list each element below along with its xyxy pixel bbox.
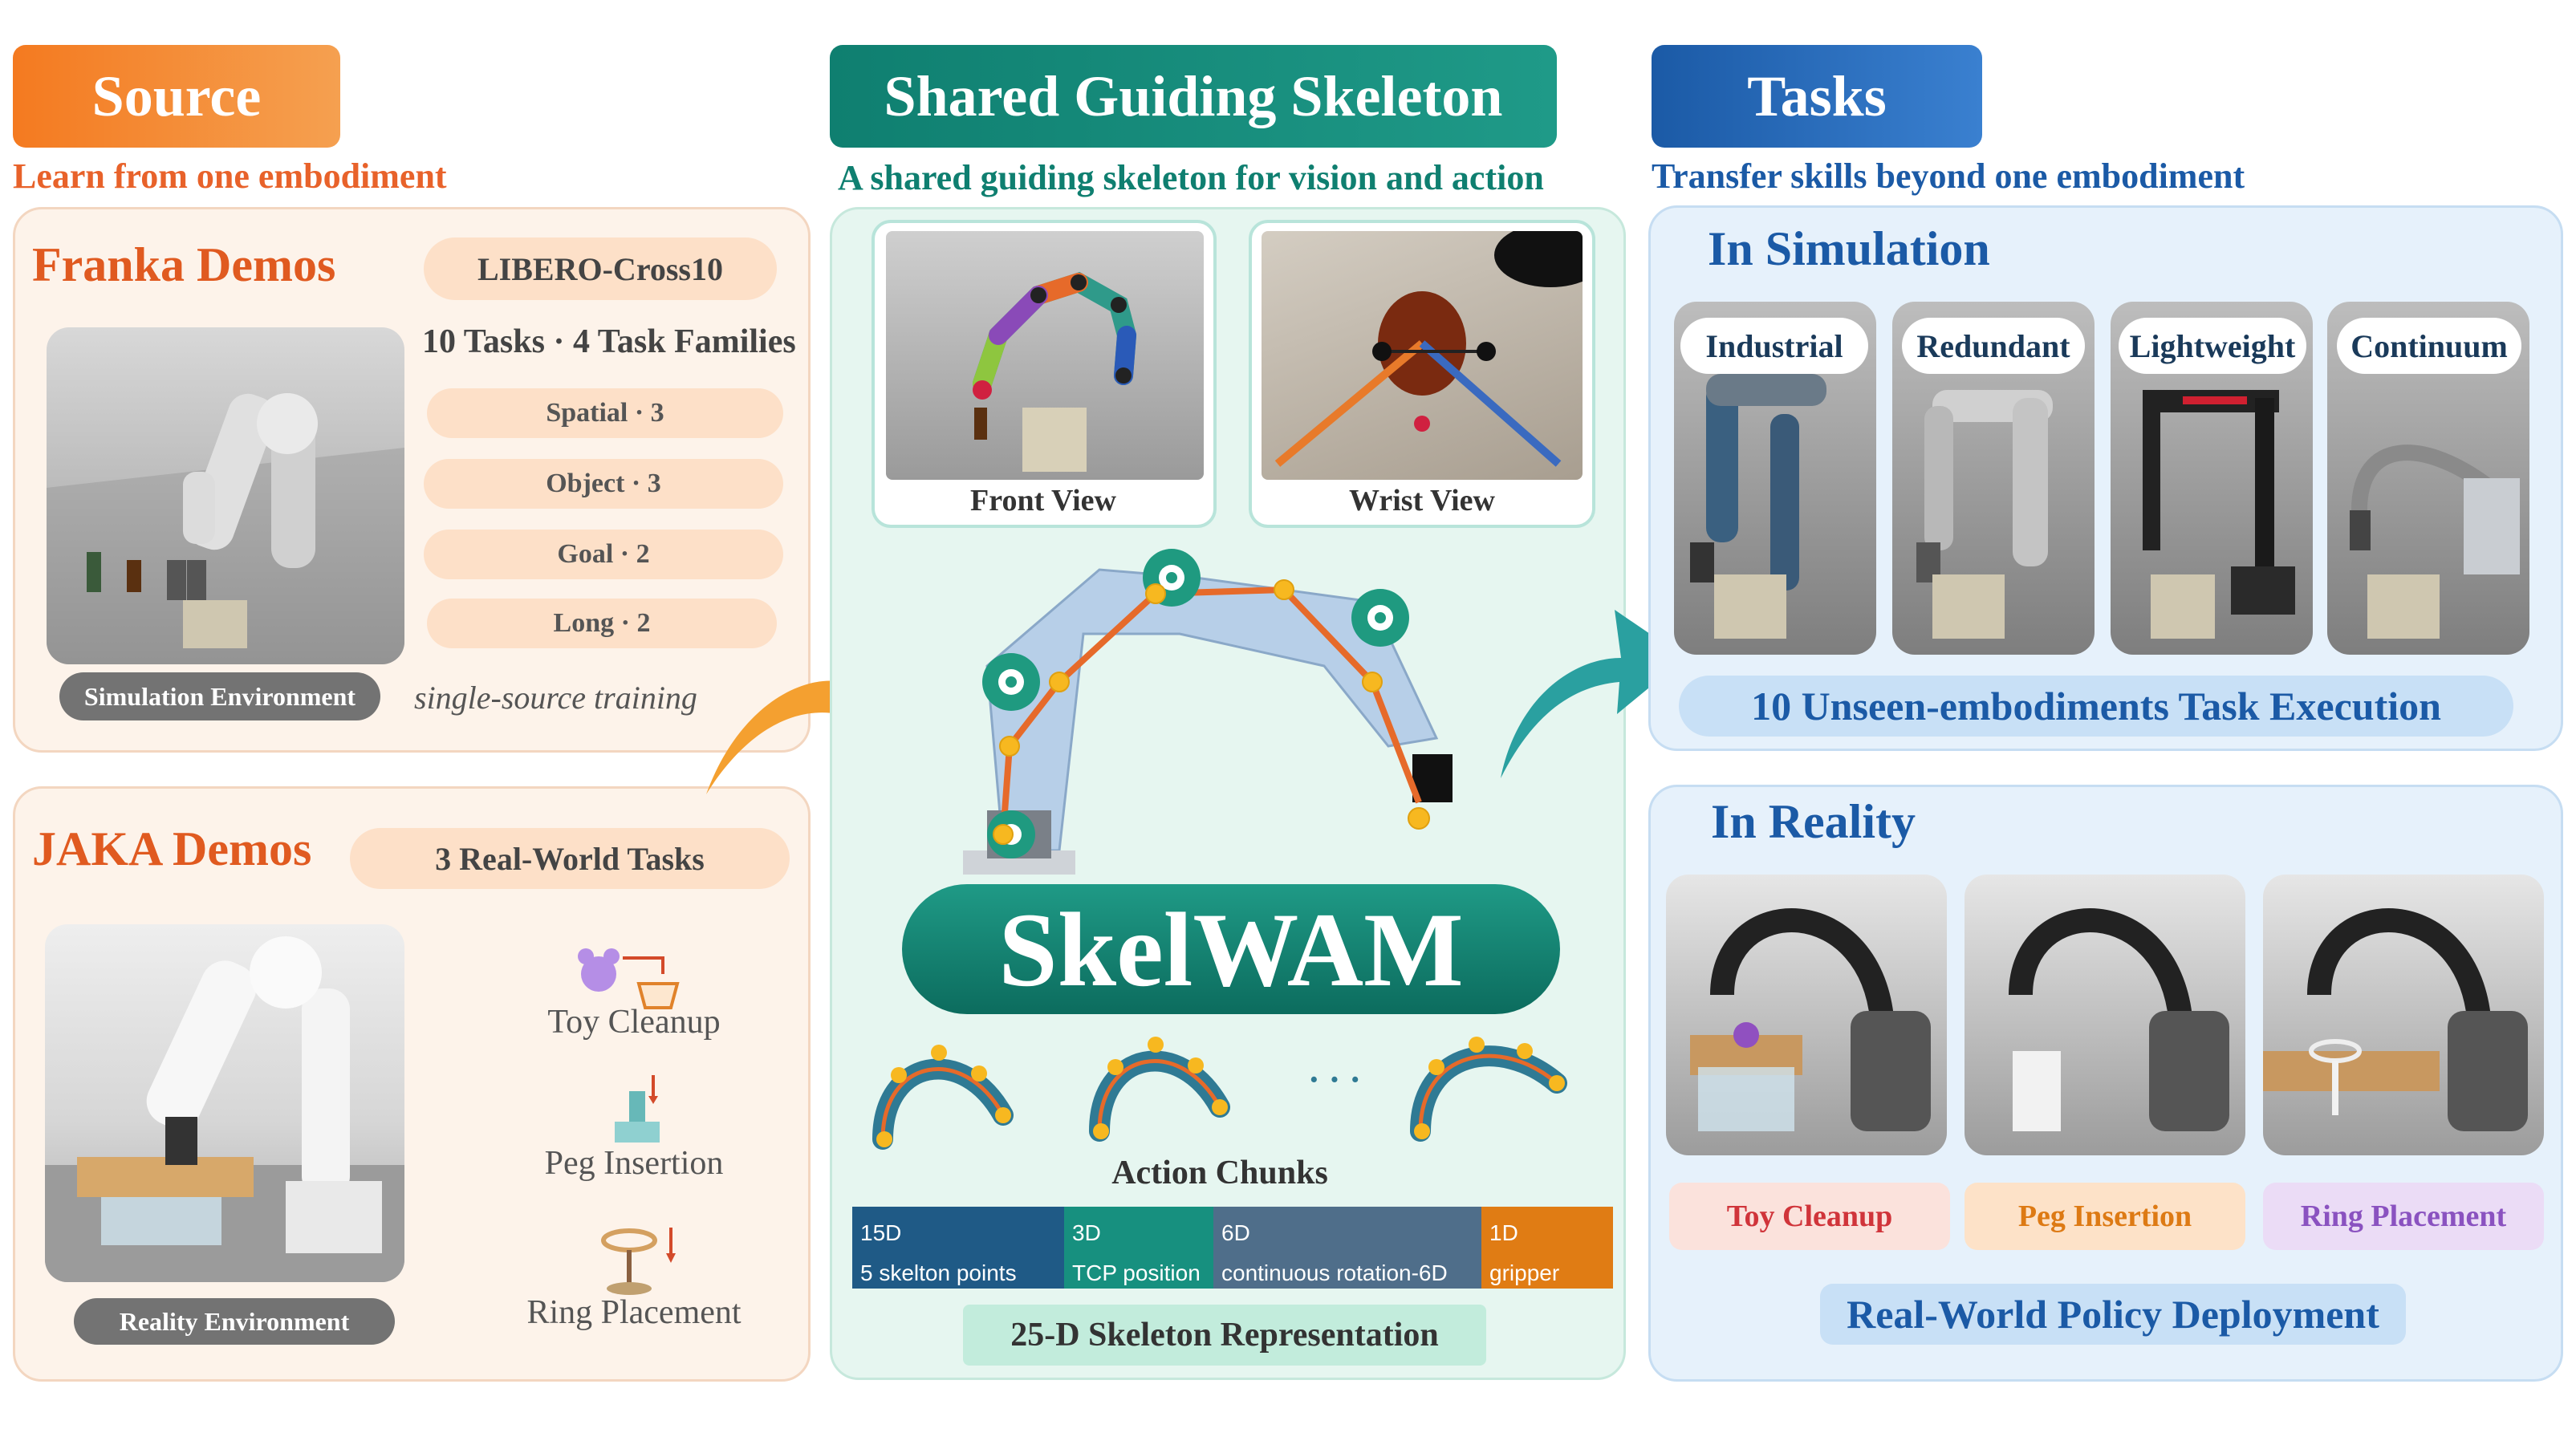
jaka-env-label: Reality Environment <box>74 1298 395 1345</box>
redundant-arm-illustration <box>1916 390 2053 639</box>
arrow-skeleton-to-tasks-icon <box>1501 610 1685 778</box>
skeleton-subtitle: A shared guiding skeleton for vision and… <box>838 158 1544 197</box>
simulation-title: In Simulation <box>1708 222 1990 275</box>
franka-robot-illustration <box>47 393 404 664</box>
front-view-label: Front View <box>970 484 1116 518</box>
front-view-skeleton-overlay <box>973 271 1137 472</box>
segment-3d: 3D TCP position <box>1064 1207 1213 1289</box>
wrist-view-image <box>1262 231 1583 480</box>
toy-basket-icon <box>578 948 680 1009</box>
embodiment-continuum-label: Continuum <box>2337 318 2521 374</box>
model-name-badge: SkelWAM <box>902 884 1560 1014</box>
toy-cleanup-scene <box>1690 908 1931 1131</box>
reality-toy-cleanup-photo <box>1666 875 1947 1155</box>
training-note: single-source training <box>414 680 697 716</box>
source-header: Source <box>13 45 340 148</box>
jaka-title: JAKA Demos <box>32 822 312 875</box>
skeleton-header: Shared Guiding Skeleton <box>830 45 1557 148</box>
wrist-view-skeleton-overlay <box>1274 231 1583 467</box>
chunk-ellipsis: · · · <box>1308 1060 1362 1099</box>
representation-label: 25-D Skeleton Representation <box>963 1305 1486 1366</box>
ring-placement-icon <box>601 1228 676 1295</box>
jaka-badge: 3 Real-World Tasks <box>350 828 790 889</box>
family-object: Object · 3 <box>424 459 783 509</box>
segment-3d-desc: TCP position <box>1072 1260 1201 1285</box>
segment-15d-desc: 5 skelton points <box>860 1260 1017 1285</box>
reality-task-ring-placement: Ring Placement <box>2263 1183 2544 1250</box>
segment-6d-desc: continuous rotation-6D <box>1221 1260 1448 1285</box>
tasks-header: Tasks <box>1652 45 1982 148</box>
segment-1d-desc: gripper <box>1489 1260 1560 1285</box>
lightweight-arm-illustration <box>2143 390 2295 639</box>
embodiment-industrial-label: Industrial <box>1680 318 1868 374</box>
franka-env-label: Simulation Environment <box>59 672 380 720</box>
segment-6d: 6D continuous rotation-6D <box>1213 1207 1481 1289</box>
segment-1d-dim: 1D <box>1489 1220 1518 1245</box>
franka-tasks-line: 10 Tasks · 4 Task Families <box>422 323 796 360</box>
jaka-robot-illustration <box>45 936 404 1282</box>
franka-title: Franka Demos <box>32 238 336 291</box>
segment-3d-dim: 3D <box>1072 1220 1101 1245</box>
tasks-subtitle: Transfer skills beyond one embodiment <box>1652 156 2245 196</box>
embodiment-lightweight-label: Lightweight <box>2119 318 2306 374</box>
industrial-arm-illustration <box>1690 374 1826 639</box>
ring-placement-scene <box>2263 908 2528 1131</box>
segment-6d-dim: 6D <box>1221 1220 1250 1245</box>
source-subtitle: Learn from one embodiment <box>13 156 447 196</box>
action-chunk-3 <box>1410 1037 1567 1142</box>
jaka-task-toy-cleanup: Toy Cleanup <box>547 1004 721 1041</box>
reality-task-toy-cleanup: Toy Cleanup <box>1669 1183 1950 1250</box>
franka-badge: LIBERO-Cross10 <box>424 237 777 300</box>
jaka-real-photo <box>45 924 404 1282</box>
wrist-view-label: Wrist View <box>1349 484 1495 518</box>
simulation-footer: 10 Unseen-embodiments Task Execution <box>1679 676 2513 737</box>
action-chunk-2 <box>1089 1037 1230 1142</box>
segment-1d: 1D gripper <box>1481 1207 1613 1289</box>
embodiment-redundant-label: Redundant <box>1902 318 2085 374</box>
action-chunk-1 <box>872 1045 1014 1150</box>
peg-insertion-icon <box>615 1075 660 1143</box>
jaka-task-ring-placement: Ring Placement <box>526 1294 742 1331</box>
family-spatial: Spatial · 3 <box>427 388 783 438</box>
action-chunk-skeletons <box>872 1037 1567 1150</box>
family-goal: Goal · 2 <box>424 530 783 579</box>
reality-title: In Reality <box>1711 795 1916 848</box>
segment-15d-dim: 15D <box>860 1220 902 1245</box>
reality-ring-placement-photo <box>2263 875 2544 1155</box>
reality-peg-insertion-photo <box>1965 875 2245 1155</box>
front-view-image <box>886 231 1204 480</box>
reality-footer: Real-World Policy Deployment <box>1820 1284 2406 1345</box>
jaka-task-peg-insertion: Peg Insertion <box>544 1145 724 1182</box>
continuum-arm-illustration <box>2350 444 2520 639</box>
peg-insertion-scene <box>2009 908 2229 1131</box>
skeleton-arm-diagram <box>963 549 1453 875</box>
segment-15d: 15D 5 skelton points <box>852 1207 1064 1289</box>
franka-sim-photo <box>47 327 404 664</box>
action-chunks-label: Action Chunks <box>1111 1155 1328 1191</box>
reality-task-peg-insertion: Peg Insertion <box>1965 1183 2245 1250</box>
family-long: Long · 2 <box>427 599 777 648</box>
